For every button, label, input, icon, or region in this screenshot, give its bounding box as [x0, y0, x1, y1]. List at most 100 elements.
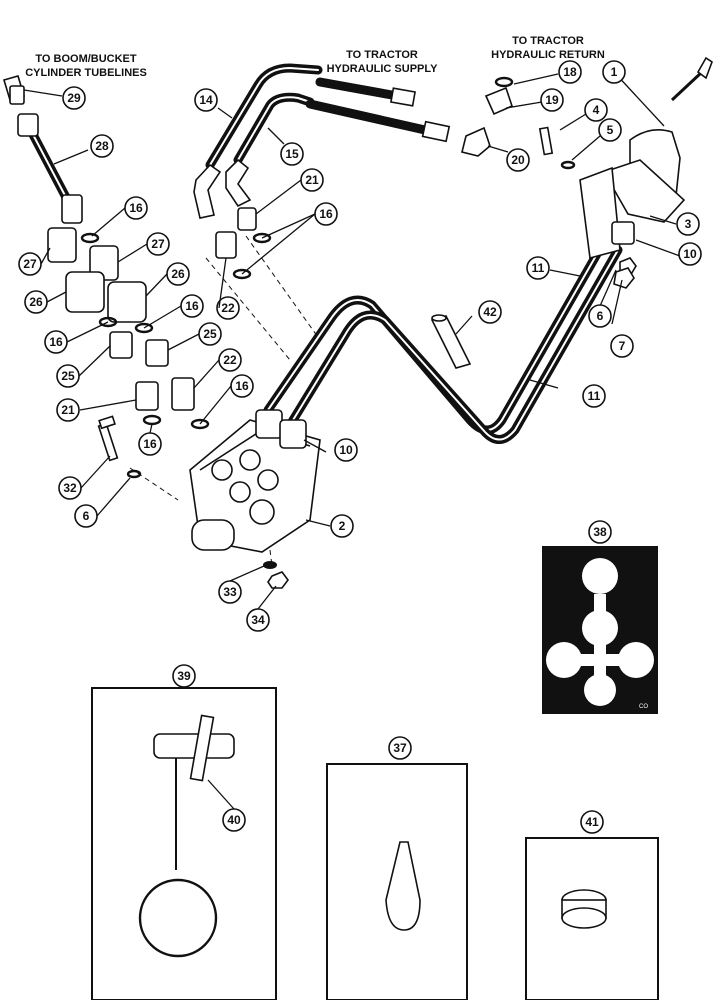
callout-37: 37	[388, 736, 412, 760]
callout-21-bottom: 21	[56, 398, 80, 422]
svg-text:HYDRAULIC SUPPLY: HYDRAULIC SUPPLY	[327, 63, 438, 75]
callout-22-top: 22	[216, 296, 240, 320]
svg-text:16: 16	[143, 437, 157, 451]
svg-text:16: 16	[319, 207, 333, 221]
return-fittings	[461, 86, 513, 157]
lever-assembly	[538, 56, 713, 289]
box-39	[91, 687, 277, 1000]
callout-10-right: 10	[678, 242, 702, 266]
svg-text:41: 41	[585, 815, 599, 829]
svg-text:39: 39	[177, 669, 191, 683]
box-37	[326, 763, 468, 1000]
callout-26-left: 26	[24, 290, 48, 314]
svg-text:2: 2	[339, 519, 346, 533]
svg-text:15: 15	[285, 147, 299, 161]
callout-16-c: 16	[180, 294, 204, 318]
callout-27-left: 27	[18, 252, 42, 276]
hose-15	[233, 92, 315, 165]
fittings-21-22	[135, 377, 195, 411]
callout-1: 1	[602, 60, 626, 84]
callout-14: 14	[194, 88, 218, 112]
svg-text:11: 11	[532, 261, 545, 275]
svg-text:19: 19	[545, 93, 559, 107]
leader-lines-2	[40, 179, 316, 810]
callout-25-left: 25	[56, 364, 80, 388]
callout-34: 34	[246, 608, 270, 632]
svg-text:34: 34	[251, 613, 265, 627]
label-tractor-supply: TO TRACTOR HYDRAULIC SUPPLY	[327, 49, 438, 75]
callout-39: 39	[172, 664, 196, 688]
svg-text:32: 32	[63, 481, 77, 495]
callout-3: 3	[676, 212, 700, 236]
svg-text:18: 18	[563, 65, 577, 79]
svg-text:TO TRACTOR: TO TRACTOR	[512, 35, 584, 47]
control-valve	[129, 235, 321, 567]
callout-6-right: 6	[588, 304, 612, 328]
tubeline-28	[17, 113, 83, 224]
callout-20: 20	[506, 148, 530, 172]
svg-text:27: 27	[23, 257, 37, 271]
callout-40: 40	[222, 808, 246, 832]
svg-text:22: 22	[223, 353, 237, 367]
callout-27-right: 27	[146, 232, 170, 256]
svg-text:14: 14	[199, 93, 213, 107]
callout-16-d: 16	[44, 330, 68, 354]
callout-16-b: 16	[314, 202, 338, 226]
svg-text:40: 40	[227, 813, 241, 827]
callout-42: 42	[478, 300, 502, 324]
svg-text:10: 10	[683, 247, 697, 261]
callout-11-top: 11	[526, 256, 550, 280]
svg-text:CYLINDER TUBELINES: CYLINDER TUBELINES	[25, 67, 147, 79]
svg-text:TO TRACTOR: TO TRACTOR	[346, 49, 418, 61]
svg-text:16: 16	[235, 379, 249, 393]
callout-28: 28	[90, 134, 114, 158]
callout-16-f: 16	[138, 432, 162, 456]
svg-text:22: 22	[221, 301, 235, 315]
sleeve-42	[430, 314, 472, 369]
callout-15: 15	[280, 142, 304, 166]
svg-text:33: 33	[223, 585, 237, 599]
svg-text:16: 16	[49, 335, 63, 349]
svg-text:25: 25	[61, 369, 75, 383]
coupler-27-left	[47, 227, 77, 263]
callout-26-right: 26	[166, 262, 190, 286]
svg-text:38: 38	[593, 525, 607, 539]
svg-text:6: 6	[83, 509, 90, 523]
svg-text:28: 28	[95, 139, 109, 153]
svg-text:42: 42	[483, 305, 497, 319]
supply-line	[305, 77, 451, 143]
svg-text:16: 16	[129, 201, 143, 215]
svg-text:37: 37	[393, 741, 407, 755]
svg-text:16: 16	[185, 299, 199, 313]
callout-32: 32	[58, 476, 82, 500]
box-41	[525, 837, 659, 1000]
callout-6-left: 6	[74, 504, 98, 528]
callout-18: 18	[558, 60, 582, 84]
callout-11-bottom: 11	[582, 384, 606, 408]
callout-16-a: 16	[124, 196, 148, 220]
svg-text:3: 3	[685, 217, 692, 231]
control-cables	[263, 235, 623, 444]
label-boom-bucket: TO BOOM/BUCKET CYLINDER TUBELINES	[25, 53, 147, 79]
fittings-25	[109, 331, 169, 367]
callout-25-right: 25	[198, 322, 222, 346]
leader-lines	[23, 71, 681, 527]
hose-14	[205, 63, 323, 170]
svg-text:10: 10	[339, 443, 353, 457]
callout-19: 19	[540, 88, 564, 112]
svg-text:TO BOOM/BUCKET: TO BOOM/BUCKET	[35, 53, 137, 65]
callout-41: 41	[580, 810, 604, 834]
svg-text:29: 29	[67, 91, 81, 105]
svg-text:5: 5	[607, 123, 614, 137]
callout-5: 5	[598, 118, 622, 142]
washer-33-nut-34	[263, 561, 289, 589]
svg-text:6: 6	[597, 309, 604, 323]
elbow-fittings	[193, 158, 257, 259]
fitting-29	[3, 75, 25, 105]
callout-2: 2	[330, 514, 354, 538]
svg-text:HYDRAULIC RETURN: HYDRAULIC RETURN	[491, 49, 605, 61]
callout-10-valve: 10	[334, 438, 358, 462]
svg-text:4: 4	[593, 103, 600, 117]
svg-text:1: 1	[611, 65, 618, 79]
